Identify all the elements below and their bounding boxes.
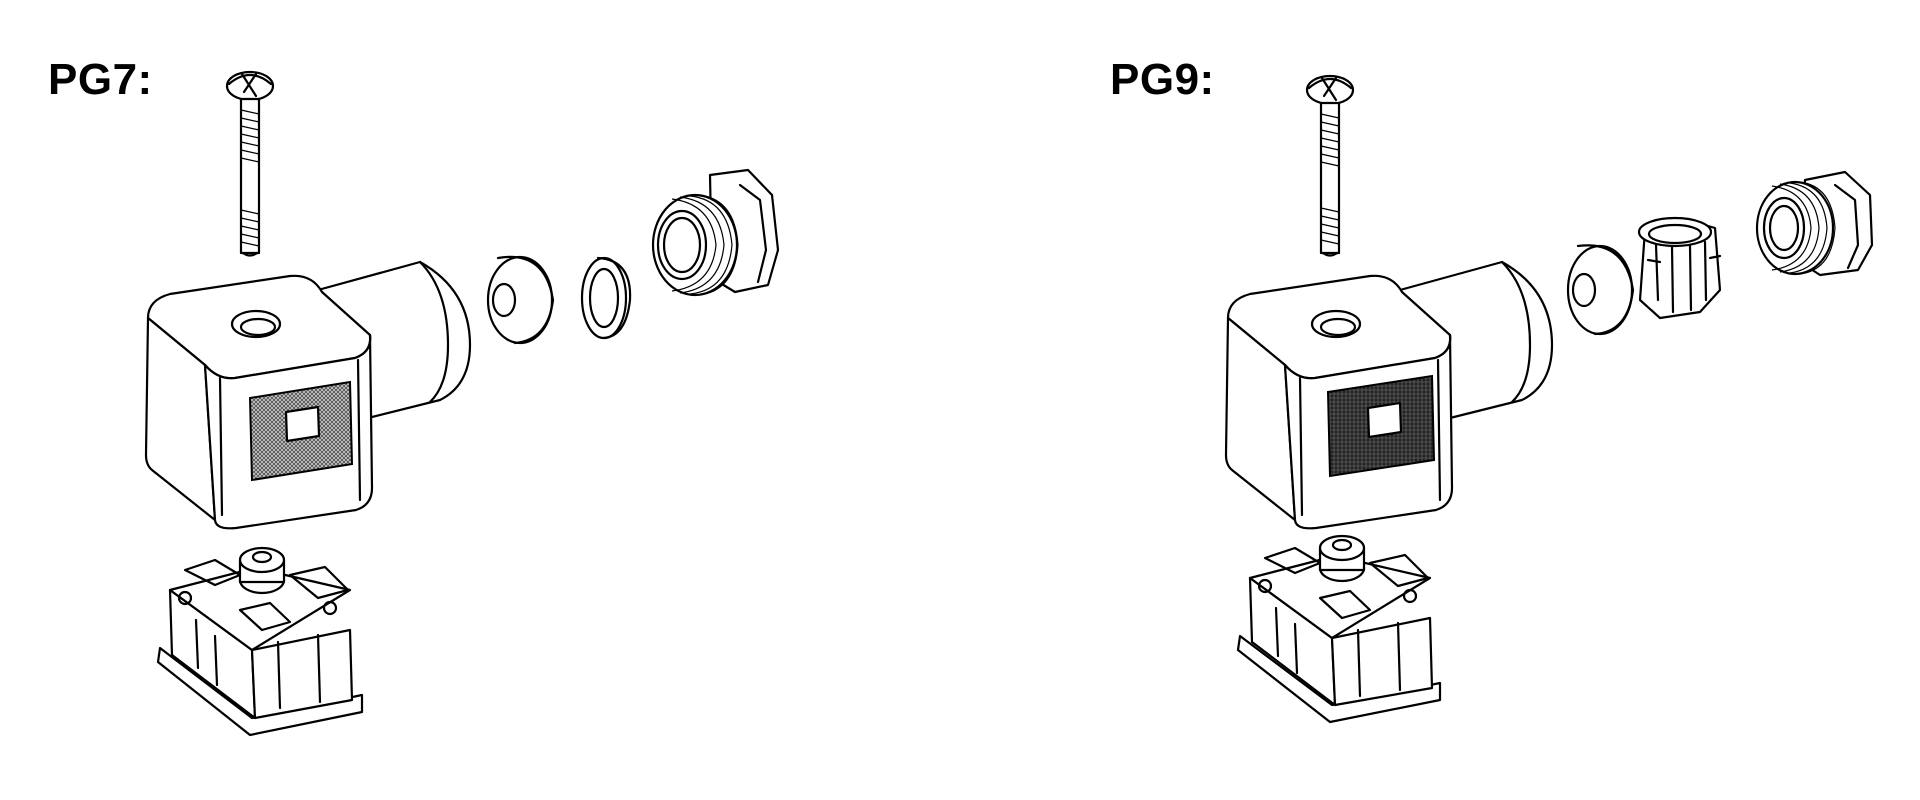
pg9-exploded-drawing	[1224, 74, 1874, 724]
pg9-label: PG9:	[1110, 55, 1215, 104]
pg7-exploded-drawing	[144, 70, 780, 737]
pg9-gland-nut	[1755, 170, 1874, 277]
pg9-housing	[1224, 260, 1554, 530]
panel-pg9: PG9:	[1060, 0, 1920, 800]
pg9-cable-seal	[1566, 244, 1635, 336]
pg7-screw	[225, 70, 275, 257]
pg7-contact-insert	[156, 546, 364, 737]
pg7-sealing-ring	[580, 256, 632, 340]
pg9-contact-insert	[1236, 534, 1442, 724]
pg7-label: PG7:	[48, 55, 153, 104]
pg7-housing	[144, 260, 472, 530]
panel-pg7: PG7:	[48, 55, 780, 737]
pg7-gland-nut	[651, 168, 780, 297]
pg9-screw	[1305, 74, 1355, 257]
pg9-clamping-insert	[1637, 216, 1722, 320]
pg7-cable-seal	[486, 255, 555, 345]
